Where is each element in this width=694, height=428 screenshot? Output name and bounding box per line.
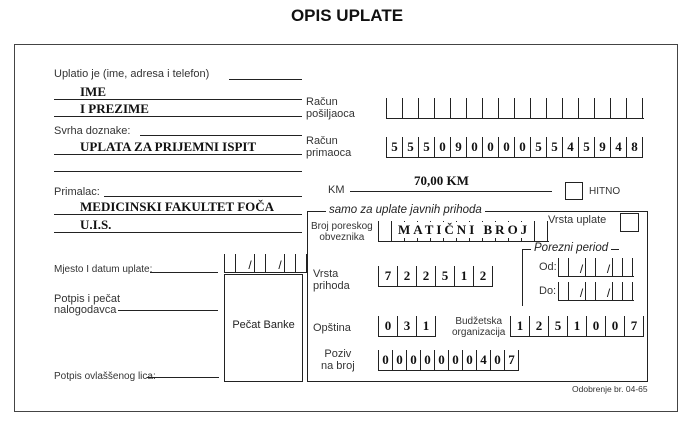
payment-type-label: Vrsta uplate bbox=[548, 214, 607, 226]
revenue-type-digit: 5 bbox=[435, 266, 454, 286]
reference-label: Poziv na broj bbox=[321, 348, 355, 372]
recipient-account-digit: 4 bbox=[562, 137, 578, 157]
period-to-field[interactable]: / / bbox=[558, 282, 634, 301]
place-date-line[interactable] bbox=[150, 272, 218, 273]
recipient-label: Primalac: bbox=[54, 186, 100, 198]
municipality-digit: 0 bbox=[378, 316, 397, 336]
payer-underline-1 bbox=[54, 99, 302, 100]
to-label: Do: bbox=[539, 285, 557, 297]
recipient-underline-1 bbox=[54, 214, 302, 215]
budget-org-digit: 1 bbox=[510, 316, 529, 336]
urgent-label: HITNO bbox=[589, 186, 621, 197]
recipient-account-digit: 5 bbox=[578, 137, 594, 157]
payment-form-frame bbox=[14, 44, 678, 412]
recipient-name-field[interactable]: MEDICINSKI FAKULTET FOČA bbox=[80, 199, 275, 214]
recipient-account-digit: 5 bbox=[530, 137, 546, 157]
recipient-org-field[interactable]: U.I.S. bbox=[80, 217, 112, 232]
payer-label: Uplatio je (ime, adresa i telefon) bbox=[54, 68, 210, 80]
sender-account-label: Račun pošiljaoca bbox=[306, 96, 355, 120]
budget-org-digit: 0 bbox=[605, 316, 624, 336]
recipient-account-digit: 9 bbox=[594, 137, 610, 157]
recipient-account-digit: 5 bbox=[546, 137, 562, 157]
period-from-field[interactable]: / / bbox=[558, 258, 634, 277]
tax-id-field[interactable]: MATIČNI BROJ bbox=[398, 222, 531, 238]
budget-org-digit: 5 bbox=[548, 316, 567, 336]
public-revenue-label: samo za uplate javnih prihoda bbox=[326, 204, 485, 216]
municipality-digit: 1 bbox=[416, 316, 435, 336]
payer-underline-2 bbox=[54, 116, 302, 117]
reference-digit: 7 bbox=[504, 350, 518, 370]
budget-org-digit: 7 bbox=[624, 316, 643, 336]
recipient-account-digit: 8 bbox=[626, 137, 642, 157]
urgent-checkbox[interactable] bbox=[565, 182, 583, 200]
reference-digit: 0 bbox=[378, 350, 392, 370]
bank-stamp-label: Pečat Banke bbox=[232, 319, 295, 331]
municipality-label: Opština bbox=[313, 322, 351, 334]
purpose-field[interactable]: UPLATA ZA PRIJEMNI ISPIT bbox=[80, 139, 257, 154]
tax-id-label: Broj poreskog obveznika bbox=[311, 221, 373, 243]
amount-field[interactable]: 70,00 KM bbox=[414, 173, 469, 188]
payer-name-field[interactable]: IME bbox=[80, 84, 106, 99]
budget-org-digit: 1 bbox=[567, 316, 586, 336]
recipient-account-digit: 9 bbox=[450, 137, 466, 157]
purpose-line bbox=[140, 135, 302, 136]
recipient-line bbox=[104, 196, 302, 197]
payment-type-box[interactable] bbox=[620, 213, 639, 232]
signature-label: Potpis i pečat nalogodavca bbox=[54, 293, 121, 316]
sender-account-field[interactable] bbox=[386, 98, 644, 119]
reference-digit: 0 bbox=[434, 350, 448, 370]
payer-surname-field[interactable]: I PREZIME bbox=[80, 101, 149, 116]
recipient-account-digit: 4 bbox=[610, 137, 626, 157]
recipient-account-digit: 5 bbox=[402, 137, 418, 157]
revenue-type-digit: 2 bbox=[397, 266, 416, 286]
purpose-label: Svrha doznake: bbox=[54, 125, 131, 137]
reference-digit: 0 bbox=[406, 350, 420, 370]
from-label: Od: bbox=[539, 261, 557, 273]
reference-digit: 0 bbox=[462, 350, 476, 370]
amount-label: KM bbox=[328, 184, 345, 196]
authorized-signature-label: Potpis ovlaššenog lica: bbox=[54, 371, 156, 382]
budget-org-digit: 2 bbox=[529, 316, 548, 336]
page-title: OPIS UPLATE bbox=[290, 6, 404, 25]
municipality-digit: 3 bbox=[397, 316, 416, 336]
tax-period-label: Porezni period bbox=[531, 242, 612, 254]
revenue-type-digit: 7 bbox=[378, 266, 397, 286]
reference-digit: 0 bbox=[490, 350, 504, 370]
place-date-label: Mjesto I datum uplate: bbox=[54, 264, 153, 275]
amount-line bbox=[350, 191, 552, 192]
budget-org-label: Budžetska organizacija bbox=[452, 316, 506, 338]
reference-digit: 0 bbox=[420, 350, 434, 370]
budget-org-digit: 0 bbox=[586, 316, 605, 336]
recipient-account-digit: 0 bbox=[482, 137, 498, 157]
reference-digit: 0 bbox=[392, 350, 406, 370]
revenue-type-digit: 2 bbox=[473, 266, 492, 286]
recipient-account-digit: 0 bbox=[466, 137, 482, 157]
revenue-type-label: Vrsta prihoda bbox=[313, 268, 350, 292]
purpose-underline-1 bbox=[54, 154, 302, 155]
bank-stamp-box: Pečat Banke bbox=[224, 274, 303, 382]
recipient-account-digit: 5 bbox=[418, 137, 434, 157]
revenue-type-digit: 1 bbox=[454, 266, 473, 286]
revenue-type-digit: 2 bbox=[416, 266, 435, 286]
recipient-account-label: Račun primaoca bbox=[306, 135, 352, 159]
approval-label: Odobrenje br. 04-65 bbox=[572, 384, 648, 394]
recipient-account-digit: 0 bbox=[514, 137, 530, 157]
purpose-underline-2 bbox=[54, 171, 302, 172]
payment-date-field[interactable]: / / bbox=[224, 254, 308, 273]
recipient-account-digit: 0 bbox=[498, 137, 514, 157]
payer-line bbox=[229, 79, 302, 80]
authorized-signature-line[interactable] bbox=[147, 377, 219, 378]
recipient-underline-2 bbox=[54, 232, 302, 233]
signature-line[interactable] bbox=[118, 310, 218, 311]
reference-digit: 0 bbox=[448, 350, 462, 370]
reference-digit: 4 bbox=[476, 350, 490, 370]
recipient-account-digit: 0 bbox=[434, 137, 450, 157]
recipient-account-digit: 5 bbox=[386, 137, 402, 157]
